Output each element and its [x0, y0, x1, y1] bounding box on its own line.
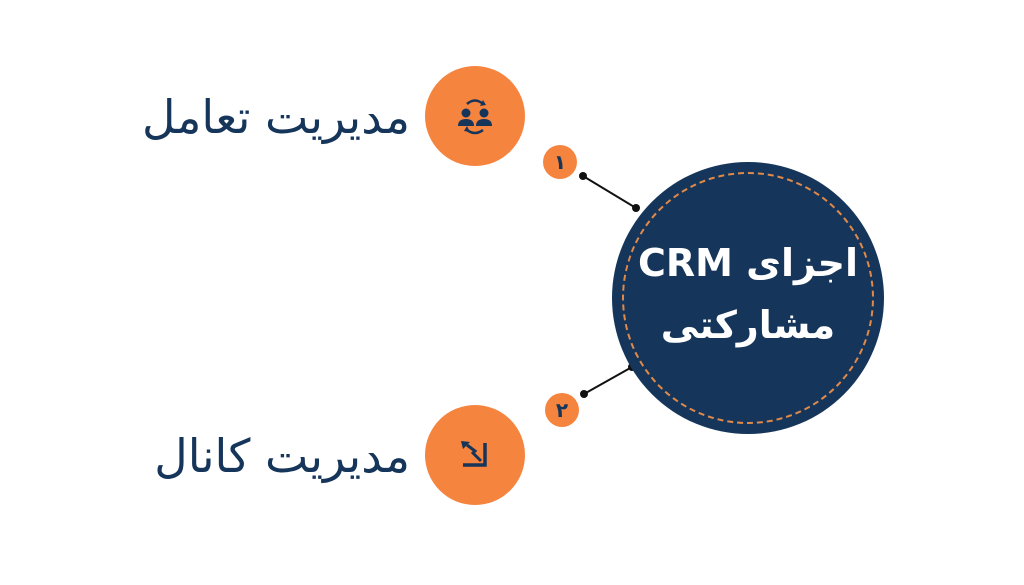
people-exchange-icon [458, 99, 492, 135]
hub-title-line1: اجزای CRM [637, 241, 859, 285]
hub-title: اجزای CRM مشارکتی [612, 232, 884, 356]
component-node-1 [425, 66, 525, 166]
component-number-1: ۱ [543, 145, 577, 179]
component-number-2: ۲ [545, 393, 579, 427]
hub-dashed-ring [622, 172, 874, 424]
component-label-1: مدیریت تعامل [141, 90, 410, 144]
hub-title-line2: مشارکتی [660, 303, 836, 347]
hub-circle: اجزای CRM مشارکتی [612, 162, 884, 434]
component-label-2: مدیریت کانال [154, 429, 410, 483]
component-node-2 [425, 405, 525, 505]
chart-trend-icon [461, 441, 487, 467]
